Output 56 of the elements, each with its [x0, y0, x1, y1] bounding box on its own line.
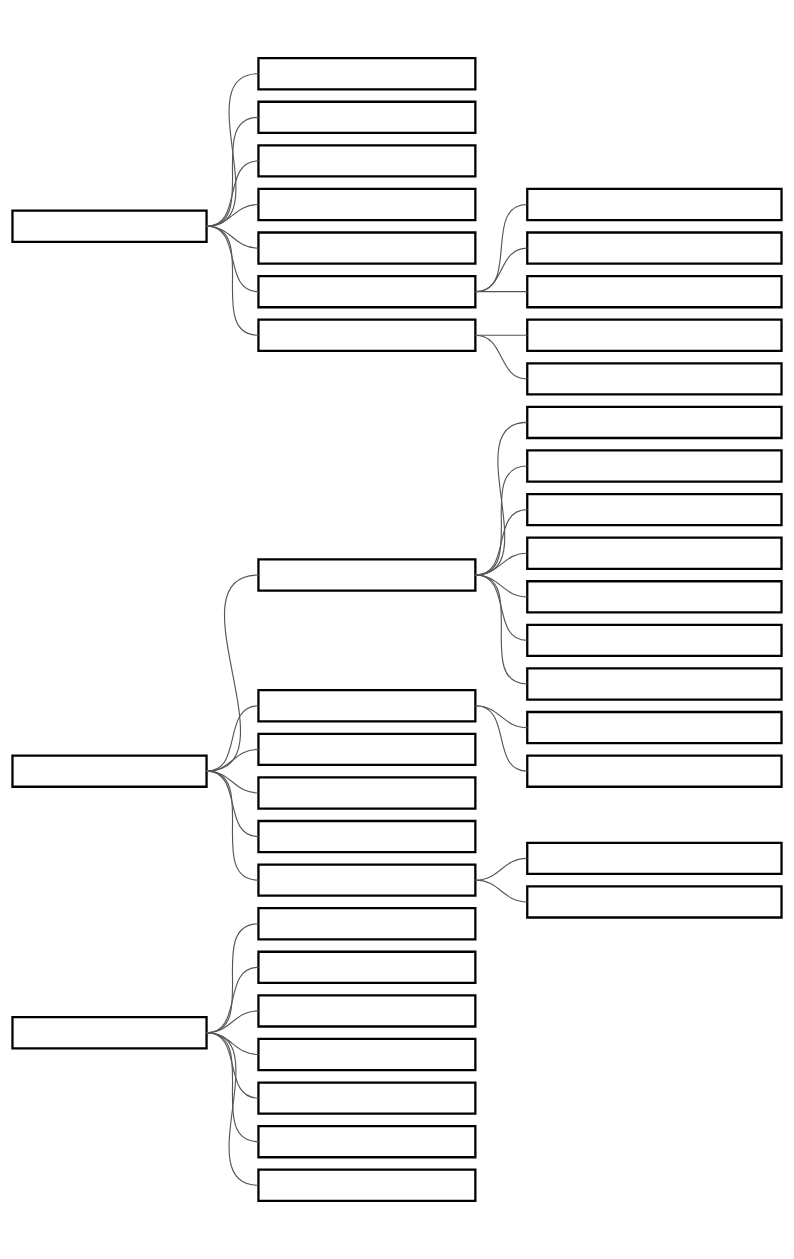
node-box — [526, 274, 783, 309]
connector — [206, 203, 259, 227]
node-box — [257, 1081, 477, 1115]
connector — [206, 574, 259, 772]
connector — [474, 857, 528, 881]
node-box — [526, 710, 783, 745]
connector — [474, 879, 528, 903]
connector — [206, 1032, 259, 1143]
node-box — [257, 318, 477, 352]
node-box — [257, 558, 477, 592]
node-box — [526, 841, 783, 876]
node-box — [526, 231, 783, 265]
node-box — [526, 623, 783, 658]
node-box — [526, 187, 783, 222]
node-box — [526, 536, 783, 570]
node-box — [526, 405, 783, 440]
node-box — [257, 732, 477, 767]
node-box — [257, 776, 477, 810]
node-box — [526, 449, 783, 483]
node-box — [257, 1037, 477, 1072]
node-box — [11, 754, 208, 788]
connector — [474, 334, 528, 380]
node-box — [526, 754, 783, 788]
node-box — [257, 187, 477, 222]
node-box — [257, 100, 477, 134]
node-box — [257, 863, 477, 897]
connector — [474, 247, 528, 293]
connector — [474, 705, 528, 772]
node-box — [526, 362, 783, 396]
node-box — [11, 1016, 208, 1050]
node-box — [257, 819, 477, 854]
node-box — [257, 1124, 477, 1159]
node-box — [526, 492, 783, 527]
connector — [206, 705, 259, 772]
node-box — [11, 209, 208, 243]
node-box — [526, 580, 783, 614]
node-box — [526, 885, 783, 919]
node-box — [526, 318, 783, 352]
connector — [474, 574, 528, 685]
node-box — [257, 144, 477, 178]
connector — [206, 1032, 259, 1186]
node-box — [257, 57, 477, 91]
node-box — [257, 231, 477, 265]
node-box — [257, 1168, 477, 1202]
connector — [474, 291, 528, 293]
node-box — [257, 950, 477, 985]
connector — [206, 160, 259, 227]
node-box — [257, 689, 477, 723]
node-box — [526, 667, 783, 701]
node-box — [257, 907, 477, 941]
connector — [206, 73, 259, 227]
node-box — [257, 994, 477, 1028]
connector — [206, 116, 259, 227]
connector — [474, 203, 528, 293]
connector — [206, 1032, 259, 1099]
node-box — [257, 274, 477, 309]
